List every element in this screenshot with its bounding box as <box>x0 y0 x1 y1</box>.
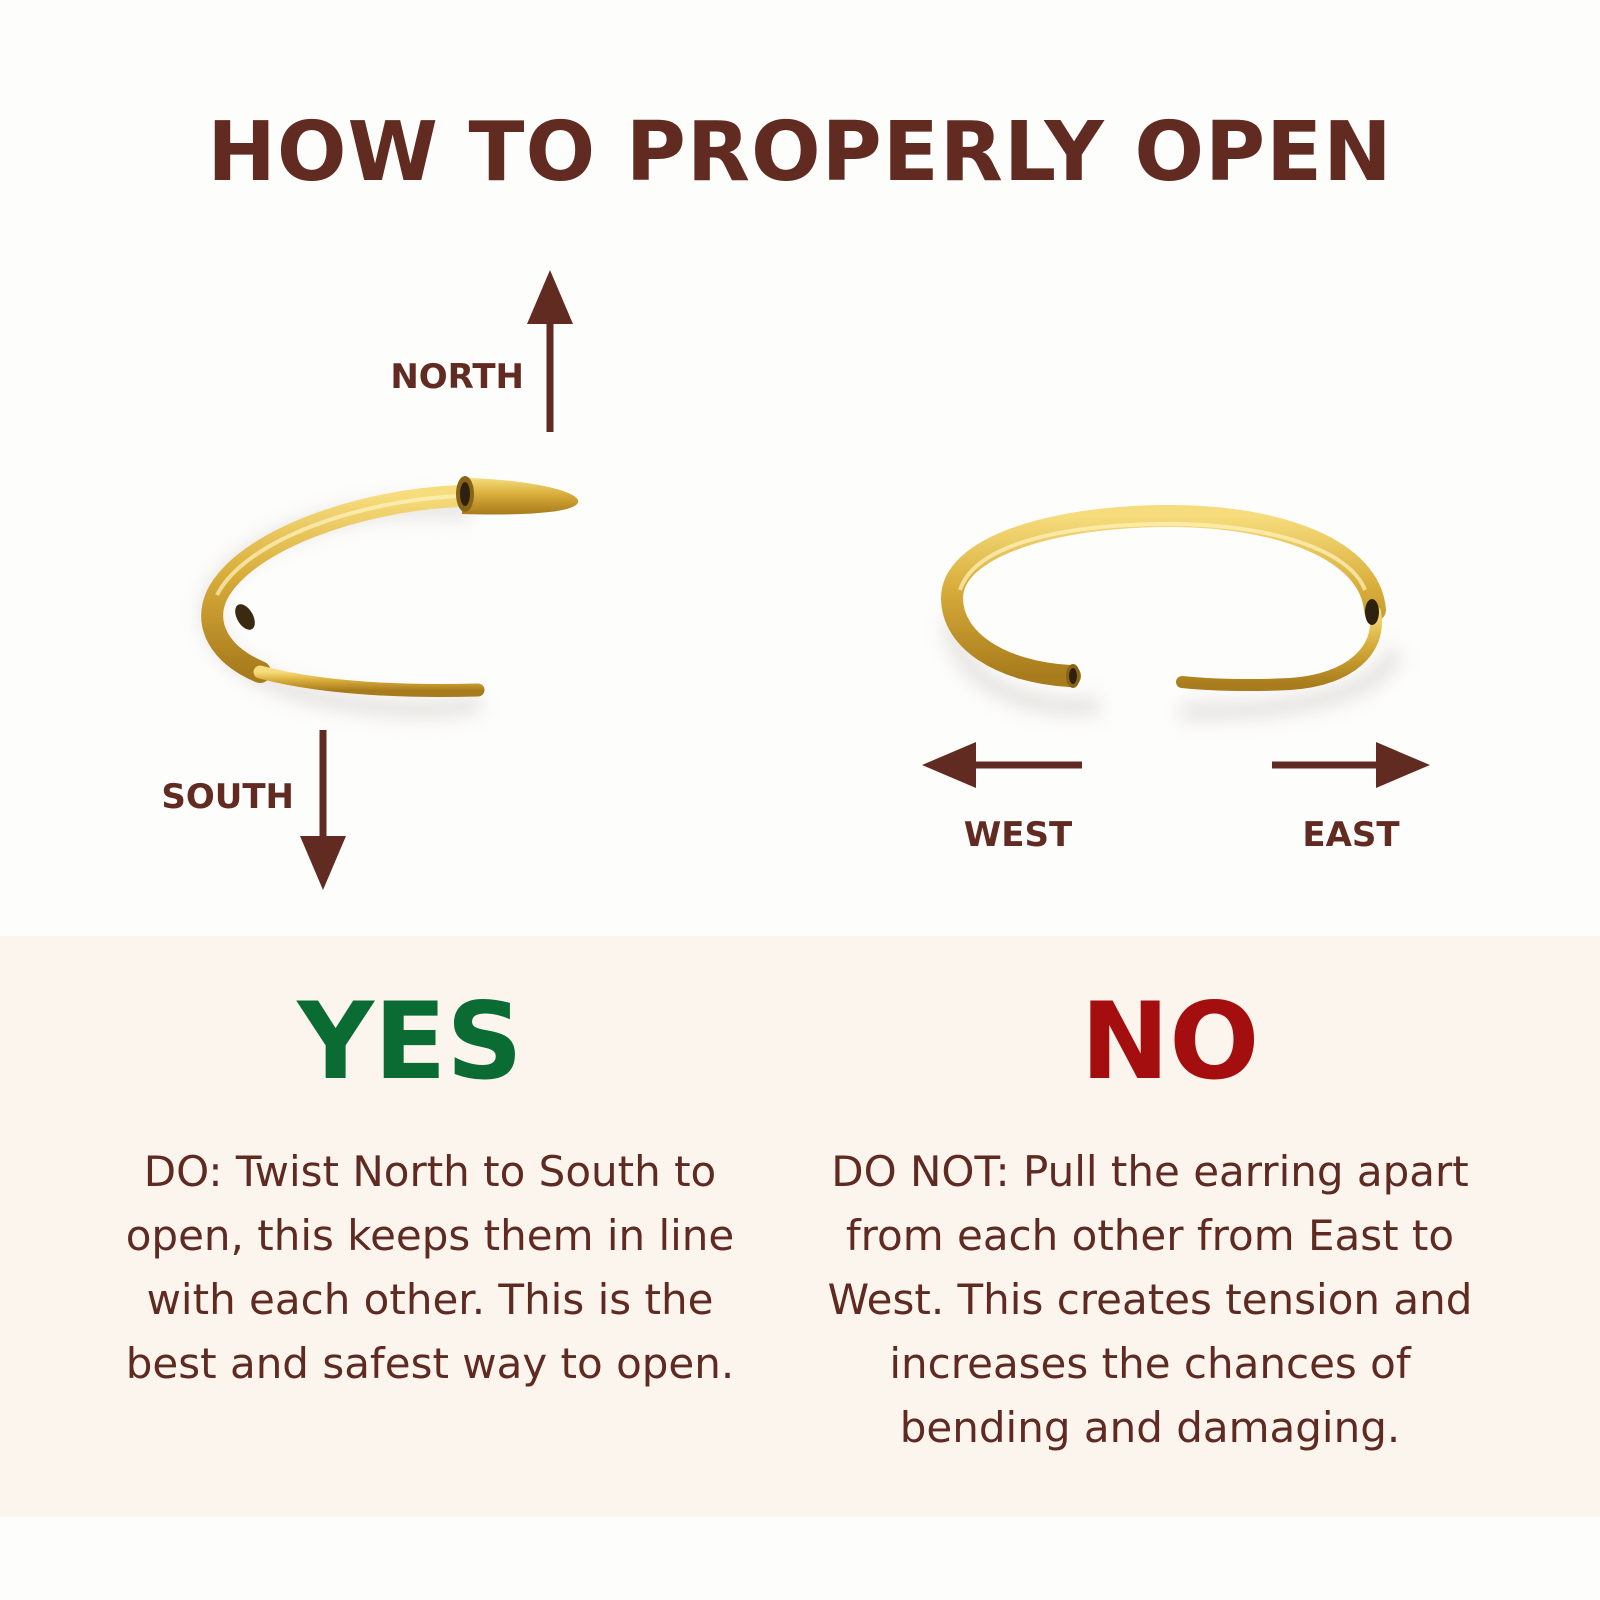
comparison-panel <box>0 936 1600 1517</box>
incorrect-method-description: DO NOT: Pull the earring apart from each… <box>827 1147 1473 1452</box>
correct-method-description: DO: Twist North to South to open, this k… <box>125 1147 735 1388</box>
south-label: SOUTH <box>161 777 294 817</box>
twisted-earring-image <box>200 476 579 719</box>
pulled-apart-earring-image <box>940 504 1404 721</box>
east-label: EAST <box>1302 815 1400 855</box>
west-label: WEST <box>964 815 1073 855</box>
west-arrow-icon <box>922 742 1082 788</box>
north-label: NORTH <box>390 357 524 397</box>
earring-diagram: NORTH SOUTH WEST EAST <box>161 270 1430 890</box>
yes-heading: YES <box>297 980 523 1103</box>
north-arrow-icon <box>527 270 573 432</box>
east-arrow-icon <box>1272 742 1430 788</box>
page-title: HOW TO PROPERLY OPEN <box>207 105 1393 200</box>
no-heading: NO <box>1080 980 1260 1103</box>
south-arrow-icon <box>300 730 346 890</box>
